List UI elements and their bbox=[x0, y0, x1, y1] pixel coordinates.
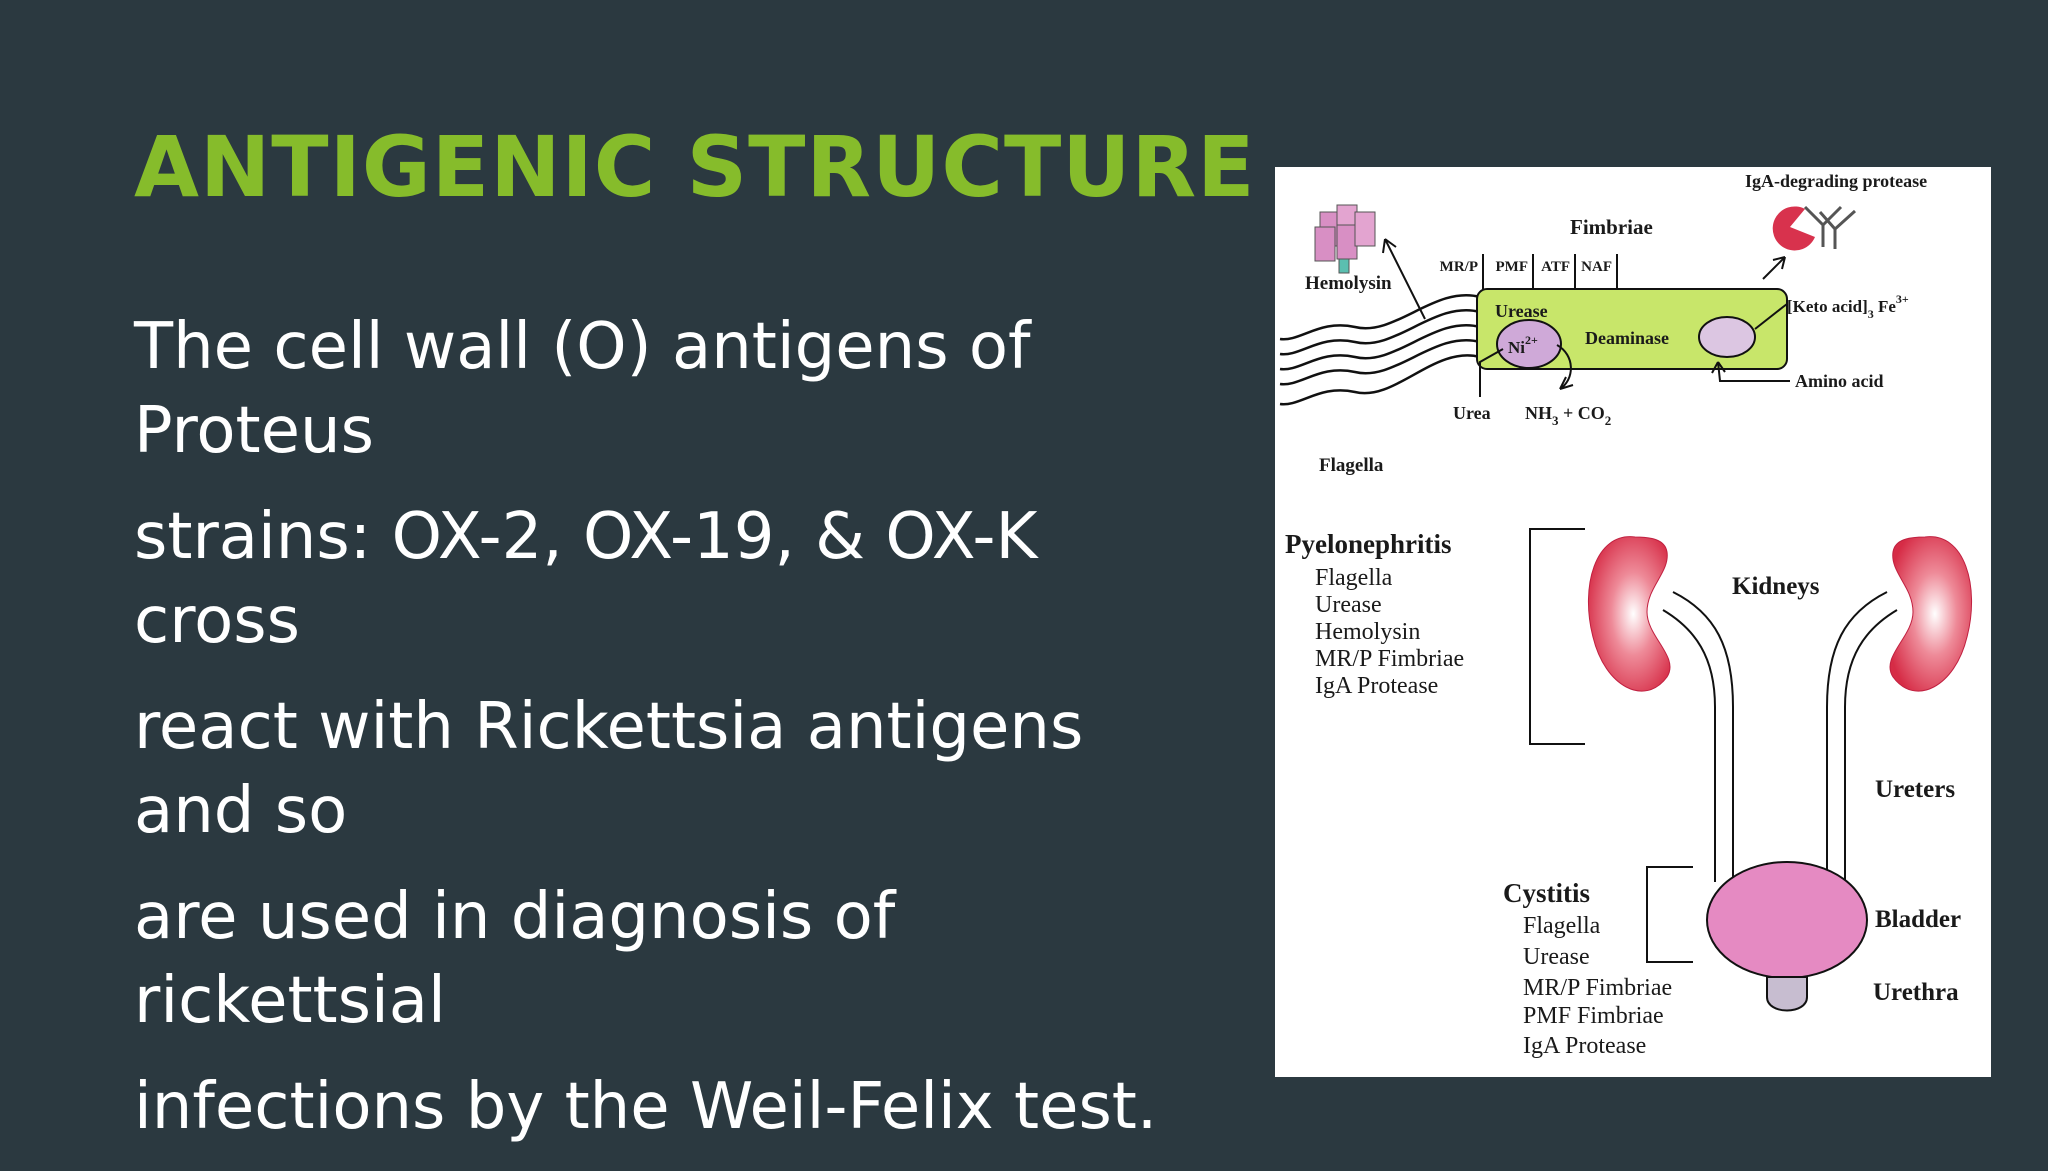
deaminase-label: Deaminase bbox=[1585, 328, 1669, 348]
amino-acid-label: Amino acid bbox=[1795, 371, 1884, 391]
fimbriae-type-label: PMF bbox=[1496, 259, 1528, 275]
left-kidney bbox=[1587, 536, 1671, 692]
urethra bbox=[1766, 976, 1808, 1012]
slide-title: ANTIGENIC STRUCTURE bbox=[134, 118, 1256, 216]
urease-label: Urease bbox=[1495, 301, 1548, 321]
pyelonephritis-title: Pyelonephritis bbox=[1285, 529, 1452, 559]
body-paragraph: infections by the Weil-Felix test. bbox=[134, 1070, 1158, 1144]
fimbriae-type-label: ATF bbox=[1541, 259, 1570, 275]
protease-arrow bbox=[1762, 256, 1786, 280]
body-paragraph: react with Rickettsia antigens and so bbox=[134, 690, 1084, 848]
ureters bbox=[1662, 591, 1898, 882]
hemolysin-icon bbox=[1314, 204, 1376, 274]
deaminase-enzyme bbox=[1698, 316, 1756, 358]
urea-arrow bbox=[1479, 348, 1504, 397]
fimbriae-label: Fimbriae bbox=[1570, 215, 1653, 239]
pyelonephritis-factor: Hemolysin bbox=[1315, 619, 1420, 645]
right-kidney bbox=[1889, 536, 1973, 692]
cystitis-factor: Urease bbox=[1523, 944, 1590, 970]
fimbriae-type-label: NAF bbox=[1581, 259, 1612, 275]
cystitis-factor: IgA Protease bbox=[1523, 1033, 1646, 1059]
iga-protease-label: IgA-degrading protease bbox=[1745, 171, 1927, 191]
ureters-label: Ureters bbox=[1875, 776, 1955, 803]
pyelonephritis-factor: Flagella bbox=[1315, 565, 1393, 591]
cystitis-bracket bbox=[1646, 866, 1693, 963]
kidneys-label: Kidneys bbox=[1732, 573, 1820, 600]
bladder bbox=[1706, 861, 1868, 979]
amino-acid-arrow bbox=[1717, 361, 1790, 382]
protease-icon bbox=[1772, 206, 1815, 251]
urease-enzyme bbox=[1496, 319, 1562, 369]
keto-acid-label: [Keto acid]3 Fe3+ bbox=[1787, 292, 1909, 321]
cystitis-factor: MR/P Fimbriae bbox=[1523, 975, 1672, 1001]
cystitis-factor: Flagella bbox=[1523, 913, 1601, 939]
slide-body: The cell wall (O) antigens of Proteus st… bbox=[134, 305, 1214, 1171]
flagella-lines bbox=[1279, 294, 1481, 406]
fimbriae-lines bbox=[1482, 254, 1618, 289]
cystitis-factor: PMF Fimbriae bbox=[1523, 1003, 1664, 1029]
hemolysin-arrow bbox=[1384, 238, 1426, 320]
pyelonephritis-bracket bbox=[1529, 528, 1585, 745]
pyelonephritis-factor: IgA Protease bbox=[1315, 673, 1438, 699]
body-paragraph: are used in diagnosis of rickettsial bbox=[134, 880, 896, 1038]
pyelonephritis-factor: MR/P Fimbriae bbox=[1315, 646, 1464, 672]
bladder-label: Bladder bbox=[1875, 906, 1961, 933]
products-arrow bbox=[1556, 344, 1572, 390]
antibody-icon bbox=[1803, 205, 1857, 249]
flagella-label: Flagella bbox=[1319, 455, 1384, 476]
urea-label: Urea bbox=[1453, 403, 1491, 423]
proteus-virulence-figure: Hemolysin Fimbriae MR/P PMF ATF NAF IgA-… bbox=[1275, 167, 1991, 1077]
nickel-label: Ni2+ bbox=[1508, 333, 1538, 357]
figure-svg: Hemolysin Fimbriae MR/P PMF ATF NAF IgA-… bbox=[1279, 171, 1973, 1059]
keto-acid-arrow bbox=[1754, 303, 1788, 330]
body-paragraph: strains: OX-2, OX-19, & OX-K cross bbox=[134, 500, 1038, 658]
hemolysin-label: Hemolysin bbox=[1305, 273, 1392, 294]
urethra-label: Urethra bbox=[1873, 979, 1959, 1006]
pyelonephritis-factor: Urease bbox=[1315, 592, 1382, 618]
products-label: NH3 + CO2 bbox=[1525, 403, 1611, 428]
body-paragraph: The cell wall (O) antigens of Proteus bbox=[134, 310, 1031, 468]
cystitis-title: Cystitis bbox=[1503, 878, 1590, 908]
fimbriae-type-label: MR/P bbox=[1440, 259, 1478, 275]
